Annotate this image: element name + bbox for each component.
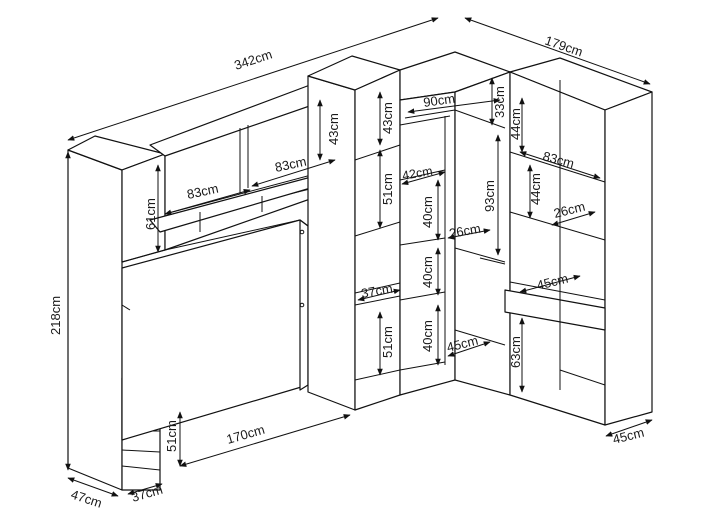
- label-bed-height: 51cm: [164, 420, 179, 452]
- right-tower: [504, 57, 653, 426]
- label-corner-40c: 40cm: [420, 320, 435, 352]
- label-corner-40b: 40cm: [420, 256, 435, 288]
- dim-line-side-width: [464, 17, 651, 85]
- label-tower-drawer: 37cm: [360, 281, 394, 301]
- label-right-63: 63cm: [508, 336, 523, 368]
- label-right-26: 26cm: [552, 199, 586, 221]
- label-niche-left: 61cm: [143, 198, 158, 230]
- dim-line-bed-width: [179, 414, 351, 467]
- label-corner-small: 42cm: [401, 164, 434, 183]
- label-bed-width: 170cm: [225, 422, 267, 447]
- label-tower-bottom: 51cm: [380, 326, 395, 358]
- dim-line-right-26: [551, 211, 596, 226]
- label-height: 218cm: [48, 296, 63, 335]
- label-corner-40a: 40cm: [420, 196, 435, 228]
- dim-line-corner-45: [447, 341, 491, 357]
- label-corner-26: 26cm: [448, 221, 482, 241]
- dim-line-desk-depth: [127, 483, 163, 495]
- dim-line-right-83: [519, 151, 601, 179]
- label-side-width: 179cm: [543, 33, 585, 60]
- dim-line-corner-top: [407, 98, 501, 114]
- label-right-44a: 44cm: [508, 108, 523, 140]
- dim-line-depth-left: [67, 477, 119, 497]
- label-top-shelf-left: 83cm: [186, 181, 220, 202]
- dimension-lines: [65, 17, 653, 497]
- label-right-desk: 45cm: [535, 271, 569, 293]
- label-corner-top: 90cm: [422, 91, 456, 110]
- label-top-shelf-right: 83cm: [274, 154, 308, 175]
- label-right-44b: 44cm: [528, 173, 543, 205]
- label-corner-93: 93cm: [482, 180, 497, 212]
- label-tower-top: 43cm: [380, 102, 395, 134]
- dim-line-corner-small: [401, 170, 446, 186]
- label-depth-left: 47cm: [69, 487, 104, 511]
- label-depth-right: 45cm: [611, 425, 645, 447]
- dim-line-total-width: [67, 17, 439, 141]
- label-tower-mid: 51cm: [380, 173, 395, 205]
- dim-line-tower-drawer: [357, 288, 401, 302]
- dim-line-depth-right: [605, 419, 653, 437]
- dim-line-right-desk: [519, 274, 581, 294]
- label-corner-45: 45cm: [445, 333, 479, 355]
- label-corner-top-height: 33cm: [492, 86, 507, 118]
- dim-line-top-shelf-left: [164, 189, 251, 215]
- dim-line-corner-26: [447, 228, 491, 240]
- label-total-width: 342cm: [232, 47, 274, 73]
- label-niche-right: 43cm: [326, 113, 341, 145]
- dim-line-top-shelf-right: [251, 159, 336, 187]
